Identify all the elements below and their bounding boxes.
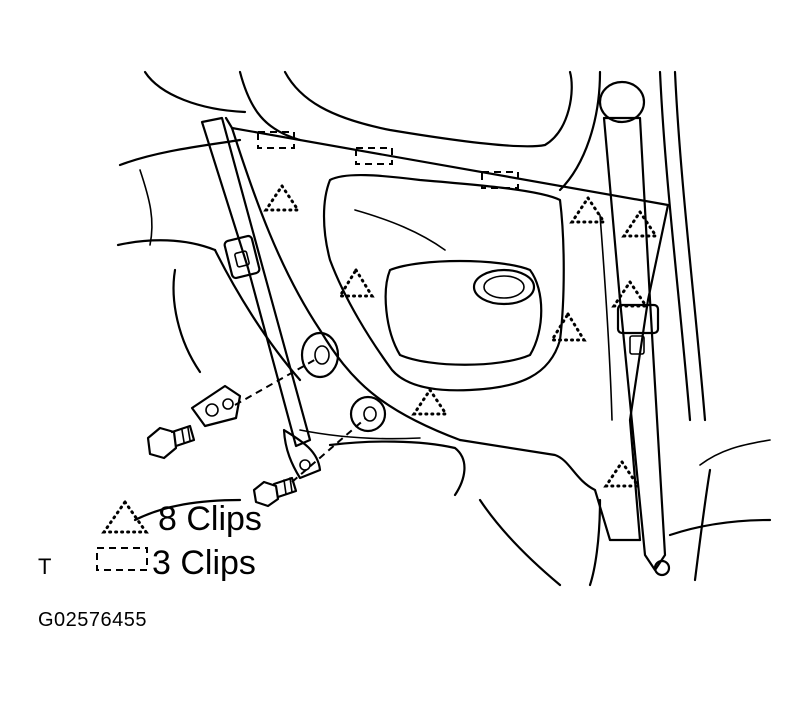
dotted-triangle-clip-icon — [603, 459, 641, 488]
legend-box-label: 3 Clips — [152, 544, 256, 582]
leader-lines — [234, 357, 367, 483]
bolt-icon — [252, 476, 298, 508]
dotted-triangle-clip-icon — [611, 279, 649, 308]
left-seat-belt — [200, 116, 322, 480]
dotted-triangle-clip-icon — [569, 195, 607, 224]
dotted-triangle-clip-icon — [549, 311, 587, 342]
corner-code: T — [38, 554, 52, 579]
right-seat-belt — [598, 80, 671, 577]
quarter-trim-panel — [230, 126, 670, 542]
figure-id: G02576455 — [38, 609, 148, 631]
dotted-triangle-clip-icon — [263, 183, 301, 212]
dashed-box-clip-icon — [257, 131, 295, 149]
dotted-triangle-clip-icon — [337, 267, 375, 298]
dotted-triangle-clip-icon — [411, 387, 449, 416]
legend-box-symbol — [96, 547, 148, 571]
dotted-triangle-clip-icon — [621, 209, 659, 238]
dashed-box-clip-icon — [481, 171, 519, 189]
bolt-icon — [146, 424, 196, 460]
legend-triangle-label: 8 Clips — [158, 500, 262, 538]
body-outline — [116, 70, 772, 587]
anchor-bracket — [190, 384, 242, 428]
legend-triangle-symbol — [101, 499, 149, 534]
dashed-box-clip-icon — [355, 147, 393, 165]
